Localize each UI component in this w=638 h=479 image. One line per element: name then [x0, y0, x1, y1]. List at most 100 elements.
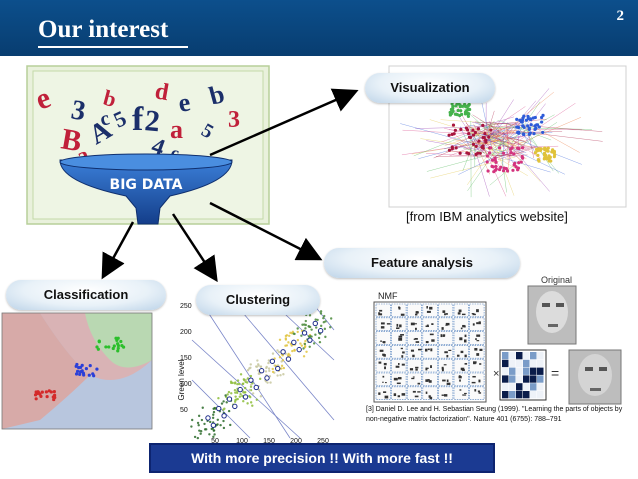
pixel-point [302, 347, 305, 350]
pixel-point [323, 327, 327, 331]
network-edge [506, 123, 511, 157]
network-edge [523, 130, 560, 174]
nmf-weight-cell [502, 375, 509, 383]
network-node [512, 152, 516, 156]
nmf-weight-cell [516, 352, 523, 360]
nmf-weight-cell [537, 359, 544, 368]
network-node [552, 155, 556, 159]
network-node [448, 110, 452, 115]
pixel-point [227, 390, 231, 394]
nmf-basis-mark [442, 335, 445, 337]
pixel-point [276, 349, 279, 352]
nmf-basis-mark [418, 348, 422, 351]
network-edge [483, 149, 528, 176]
class-point [78, 372, 82, 376]
y-tick-label: 50 [180, 407, 188, 414]
nmf-basis-mark [380, 340, 382, 342]
nmf-basis-mark [464, 334, 467, 338]
nmf-weight-cell [530, 359, 537, 368]
nmf-basis-mark [380, 322, 385, 325]
network-node [467, 131, 471, 136]
network-node [535, 123, 539, 127]
pixel-point [301, 323, 304, 326]
nmf-basis-mark [458, 375, 462, 379]
network-node [520, 146, 525, 150]
nmf-basis-mark [462, 394, 467, 396]
pixel-point [304, 339, 307, 343]
pixel-point [277, 350, 281, 354]
funnel-letter: 3 [69, 94, 88, 127]
nmf-weight-cell [516, 367, 523, 375]
network-node [476, 151, 480, 155]
pixel-point [267, 367, 271, 370]
network-node [450, 102, 454, 106]
network-node [451, 109, 455, 113]
network-node [489, 146, 493, 150]
network-node [489, 128, 493, 132]
pixel-point [217, 397, 220, 400]
pixel-point [319, 324, 323, 328]
nmf-weight-cell [523, 367, 530, 375]
nmf-basis-mark [474, 348, 478, 351]
pixel-point [201, 406, 204, 409]
pixel-point [212, 429, 216, 432]
pixel-point [296, 330, 299, 334]
class-point [80, 369, 84, 373]
network-edge [456, 135, 478, 157]
nmf-basis-mark [445, 324, 448, 326]
network-node [536, 148, 540, 153]
nmf-weight-cell [509, 352, 516, 360]
network-node [511, 168, 515, 172]
nmf-basis-mark [461, 313, 466, 316]
cluster-center [210, 422, 217, 428]
nmf-basis-mark [475, 338, 477, 340]
nmf-basis-mark [428, 395, 431, 398]
pixel-point [279, 374, 282, 377]
class-point [114, 336, 118, 340]
network-node [494, 164, 498, 169]
nmf-weight-cell [516, 383, 523, 391]
slide-header: Our interest 2 [0, 0, 638, 56]
network-node [529, 123, 533, 127]
nmf-weight-cell [530, 391, 537, 399]
nmf-basis-mark [412, 376, 415, 378]
pixel-point [287, 341, 290, 344]
cluster-center [221, 413, 227, 419]
pixel-point [222, 426, 226, 430]
big-data-image: e3bfdeb25ABa4cafe53c BIG DATA [26, 65, 270, 225]
pixel-point [317, 336, 321, 340]
nmf-basis-mark [393, 377, 398, 381]
nmf-basis-cell [375, 358, 391, 373]
pixel-point [303, 323, 306, 326]
network-node [480, 145, 484, 149]
nmf-basis-mark [476, 334, 481, 337]
nmf-basis-mark [464, 354, 467, 358]
class-point [75, 369, 80, 373]
network-edge [460, 126, 476, 160]
nmf-basis-mark [464, 363, 468, 365]
network-node [541, 113, 545, 117]
nmf-basis-cell [375, 372, 391, 387]
nmf-basis-cell [406, 372, 423, 387]
nmf-basis-mark [425, 367, 429, 369]
y-tick-label: 100 [180, 381, 192, 388]
nmf-basis-cell [469, 372, 485, 387]
cluster-center [301, 330, 308, 336]
pixel-point [248, 388, 251, 392]
nmf-basis-mark [476, 322, 479, 325]
pixel-point [230, 392, 233, 395]
nmf-basis-mark [424, 348, 428, 352]
network-edge [505, 158, 551, 173]
pixel-point [259, 365, 263, 368]
nmf-basis-mark [456, 354, 460, 357]
network-edge [426, 140, 518, 157]
class-point [39, 394, 43, 398]
network-node [459, 109, 463, 113]
nmf-weight-cell [523, 391, 530, 399]
nmf-basis-cell [422, 317, 438, 331]
network-node [552, 151, 556, 155]
class-point [91, 372, 95, 376]
nmf-basis-cell [422, 358, 438, 373]
network-node [532, 132, 536, 136]
network-edge [493, 126, 512, 146]
